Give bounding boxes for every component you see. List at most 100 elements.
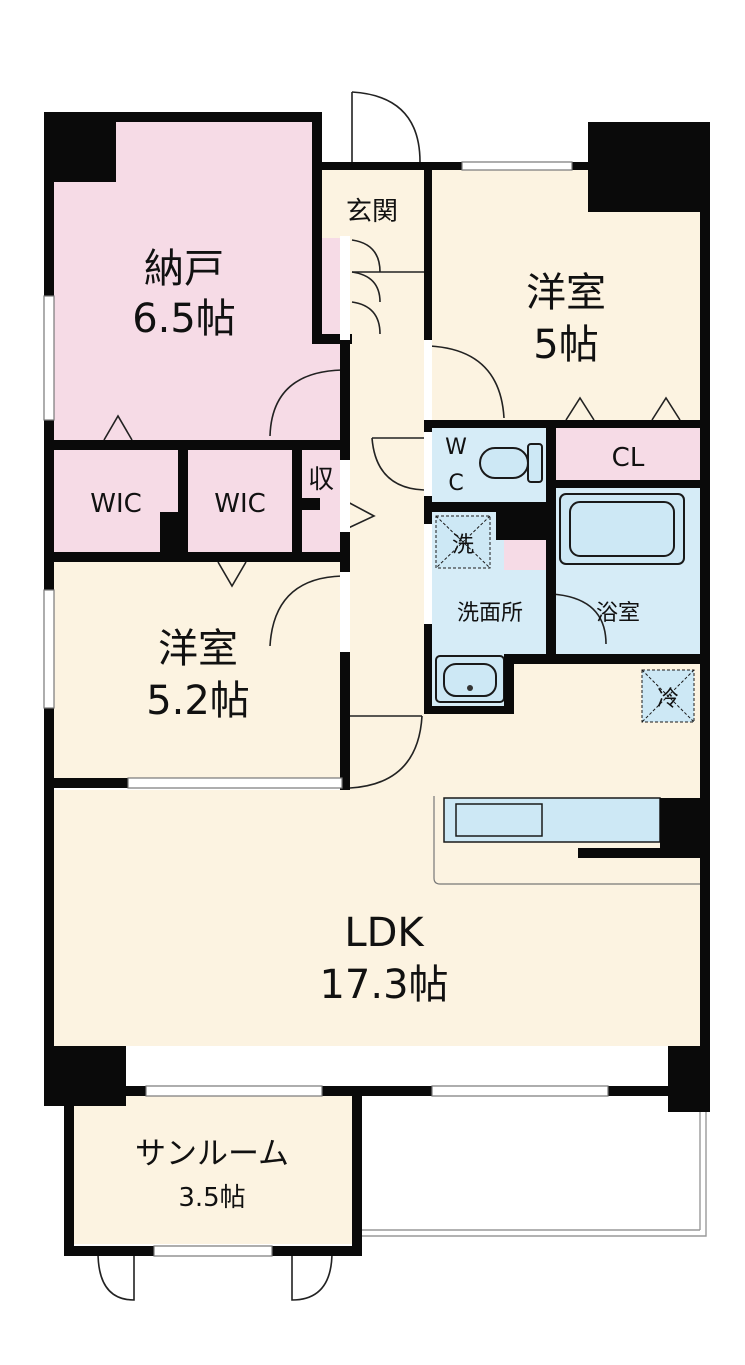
- hall-door-gap-4: [424, 340, 432, 420]
- washer-name: 洗: [452, 533, 474, 558]
- washer-pan: [435, 515, 491, 569]
- wall-column-sw: [44, 1046, 126, 1106]
- sunroom-size: 3.5帖: [178, 1183, 245, 1213]
- wall-bath-bottom: [510, 654, 710, 664]
- youshitsu-west-size: 5.2帖: [146, 678, 250, 724]
- wall-kitchen-ledge: [578, 848, 710, 858]
- window-sunroom-bottom: [153, 1245, 273, 1257]
- wall-column-nw: [44, 112, 116, 182]
- cl-floor: [556, 428, 700, 480]
- wall-genkan-top: [318, 162, 432, 170]
- youshitsu-east-size: 5帖: [533, 322, 598, 368]
- wall-nando-east: [312, 112, 322, 342]
- east-closet-triangle-1: [565, 396, 595, 421]
- nando-size: 6.5帖: [132, 296, 236, 342]
- wc-line-1: W: [445, 435, 467, 460]
- wall-shu-block: [302, 498, 320, 510]
- entrance-door: [351, 91, 421, 163]
- sliding-door-west: [127, 777, 343, 789]
- sunroom-door-right: [291, 1251, 333, 1301]
- wc-door: [371, 437, 425, 491]
- bathtub: [559, 493, 685, 565]
- wall-wc-east: [546, 420, 556, 664]
- sunroom-name: サンルーム: [135, 1136, 289, 1172]
- fridge-diag-2: [641, 669, 695, 723]
- senmen-door-gap: [424, 524, 432, 624]
- wic-2-floor: [188, 450, 292, 552]
- wic-1-name: WIC: [90, 489, 142, 519]
- nando-floor: [54, 122, 342, 440]
- east-closet-triangle-2: [651, 396, 681, 421]
- washer-pan-diag-2: [435, 515, 491, 569]
- fridge-space: [641, 669, 695, 723]
- wall-nando-bottom: [44, 440, 350, 450]
- yokushitsu-door: [551, 593, 607, 645]
- door-marks: [103, 396, 681, 588]
- hall-door-gap-2: [340, 460, 350, 532]
- bathtub-inner: [569, 501, 675, 557]
- ldk-floor: [54, 664, 700, 1046]
- wc-door-gap: [424, 432, 432, 496]
- toilet-bowl: [479, 447, 529, 479]
- yokushitsu-name: 浴室: [596, 601, 640, 626]
- toilet: [479, 443, 543, 483]
- shoe-closet-arc-3: [351, 301, 381, 335]
- wall-wic-divider-2: [292, 450, 302, 562]
- fixtures: [433, 443, 700, 885]
- youshitsu-east-door-arc: [429, 345, 505, 419]
- nando-closet-triangle: [103, 414, 133, 441]
- senmenjo-pink-shelf: [504, 540, 546, 570]
- wic-triangle: [217, 561, 247, 588]
- vanity-basin: [443, 663, 497, 697]
- nando-name: 納戸: [144, 246, 224, 292]
- wall-wet-block: [496, 502, 556, 540]
- wall-column-ne: [588, 122, 710, 212]
- fridge-name: 冷: [657, 687, 679, 712]
- shoe-closet-doors: [322, 238, 424, 335]
- wall-sunroom-west: [64, 1096, 74, 1256]
- nando-door-arc: [269, 369, 343, 437]
- wic-1-floor: [54, 450, 178, 552]
- genkan-floor: [318, 170, 424, 240]
- sunroom-floor: [74, 1096, 356, 1244]
- vanity-drain: [467, 685, 473, 691]
- wic-2-name: WIC: [214, 489, 266, 519]
- wall-vanity-bottom: [424, 706, 514, 714]
- shoe-closet-arc-1: [351, 239, 381, 273]
- senmenjo-name: 洗面所: [457, 601, 523, 626]
- wall-hall-west: [340, 340, 350, 790]
- wc-line-2: C: [448, 471, 463, 496]
- shoe-closet: [322, 238, 342, 334]
- ldk-door-arc: [349, 715, 423, 789]
- balcony-outline: [362, 1112, 707, 1237]
- wall-nando-step: [312, 334, 352, 344]
- youshitsu-west-name: 洋室: [158, 626, 238, 672]
- wc-door-arc: [371, 437, 425, 491]
- window-nando-west: [43, 295, 55, 421]
- shu-door-arc: [343, 499, 376, 531]
- shu-name: 収: [308, 465, 334, 495]
- wall-east-room-bottom: [424, 420, 710, 428]
- hall-door-gap-3: [340, 572, 350, 652]
- toilet-tank: [527, 443, 543, 483]
- kitchen-sink: [455, 803, 543, 837]
- window-east-top: [461, 161, 573, 171]
- vanity: [435, 655, 505, 703]
- youshitsu-west-floor: [54, 562, 342, 780]
- doors: [97, 91, 607, 1301]
- wall-east: [700, 122, 710, 1106]
- window-ldk-south-1: [145, 1085, 323, 1097]
- ldk-door: [349, 715, 423, 789]
- wall-vanity-east: [504, 654, 514, 714]
- wall-wic-divider-1: [178, 450, 188, 562]
- ldk-size: 17.3帖: [319, 962, 448, 1008]
- wall-wc-bottom: [424, 502, 556, 512]
- wall-wic-bottom: [44, 552, 350, 562]
- window-ldk-south-2: [431, 1085, 609, 1097]
- genkan-name: 玄関: [346, 197, 398, 227]
- labels: 納戸 6.5帖 玄関 洋室 5帖 WIC WIC 収 W C CL 洗 洗面所 …: [90, 197, 679, 1213]
- wall-sunroom-east: [352, 1096, 362, 1256]
- wall-cl-bottom: [546, 480, 710, 488]
- windows: [43, 161, 609, 1257]
